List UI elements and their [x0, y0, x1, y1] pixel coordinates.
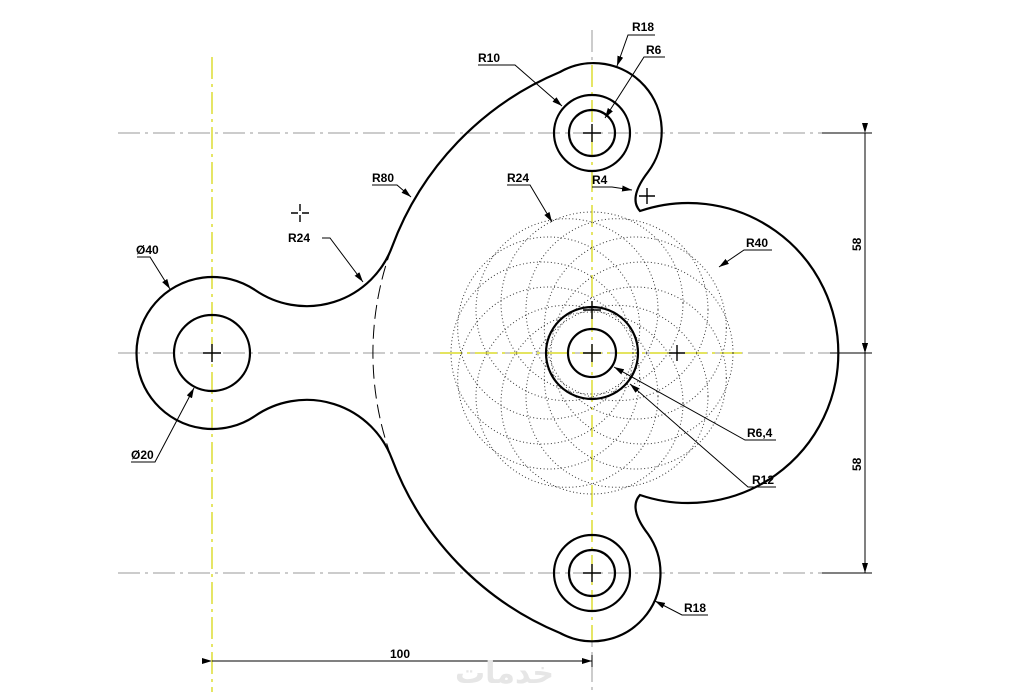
label-r6-4: R6,4 — [747, 426, 773, 440]
label-r18-bottom: R18 — [684, 601, 706, 615]
crosshair-icon — [583, 344, 601, 362]
label-d20: Ø20 — [131, 448, 154, 462]
dotted-r24-circles — [450, 211, 734, 495]
label-r18-top: R18 — [632, 20, 654, 34]
crosshair-icon — [669, 345, 685, 361]
r80-construction-arc — [372, 246, 393, 460]
dotted-circle — [550, 261, 734, 445]
part-outline[interactable] — [135, 61, 840, 643]
bottom-hole-r6[interactable] — [567, 548, 617, 598]
dim-58-upper: 58 — [850, 237, 864, 251]
label-r6: R6 — [646, 43, 662, 57]
label-r12: R12 — [752, 473, 774, 487]
label-r4: R4 — [592, 173, 608, 187]
label-r40: R40 — [746, 236, 768, 250]
label-r24-fillet: R24 — [288, 231, 310, 245]
watermark: خدمات — [455, 656, 554, 691]
top-boss-r10-circle[interactable] — [552, 93, 632, 173]
dim-100: 100 — [390, 647, 410, 661]
center-lines — [118, 30, 872, 692]
dimension-lines — [202, 123, 872, 667]
top-hole-r6[interactable] — [567, 108, 617, 158]
center-mark-icons — [203, 124, 685, 582]
label-d40: Ø40 — [136, 243, 159, 257]
crosshair-icon — [583, 124, 601, 142]
center-hole-r6-4[interactable] — [566, 327, 618, 379]
label-r80: R80 — [372, 171, 394, 185]
leader-lines — [131, 34, 776, 616]
dotted-circle — [457, 236, 641, 420]
dotted-circle — [457, 286, 641, 470]
crosshair-icon — [639, 188, 655, 204]
label-r10: R10 — [478, 51, 500, 65]
dim-58-lower: 58 — [850, 457, 864, 471]
dotted-circle — [475, 304, 659, 488]
bottom-boss-r10-circle[interactable] — [552, 533, 632, 613]
crosshair-icon — [583, 301, 601, 319]
dotted-circle — [525, 218, 709, 402]
cursor-crosshair-icon — [291, 204, 309, 222]
crosshair-icon — [203, 344, 221, 362]
dotted-circle — [500, 311, 684, 495]
dotted-circle — [525, 304, 709, 488]
left-hole-d20[interactable] — [172, 313, 252, 393]
dotted-circle — [543, 286, 727, 470]
dimension-labels: R18 R6 R10 R80 R4 R24 R24 R40 Ø40 Ø20 R6… — [131, 20, 864, 691]
dotted-circle — [475, 218, 659, 402]
crosshair-icon — [583, 564, 601, 582]
label-r24-inner: R24 — [507, 171, 529, 185]
dotted-circle — [500, 211, 684, 395]
dotted-circle — [543, 236, 727, 420]
dotted-circle — [450, 261, 634, 445]
